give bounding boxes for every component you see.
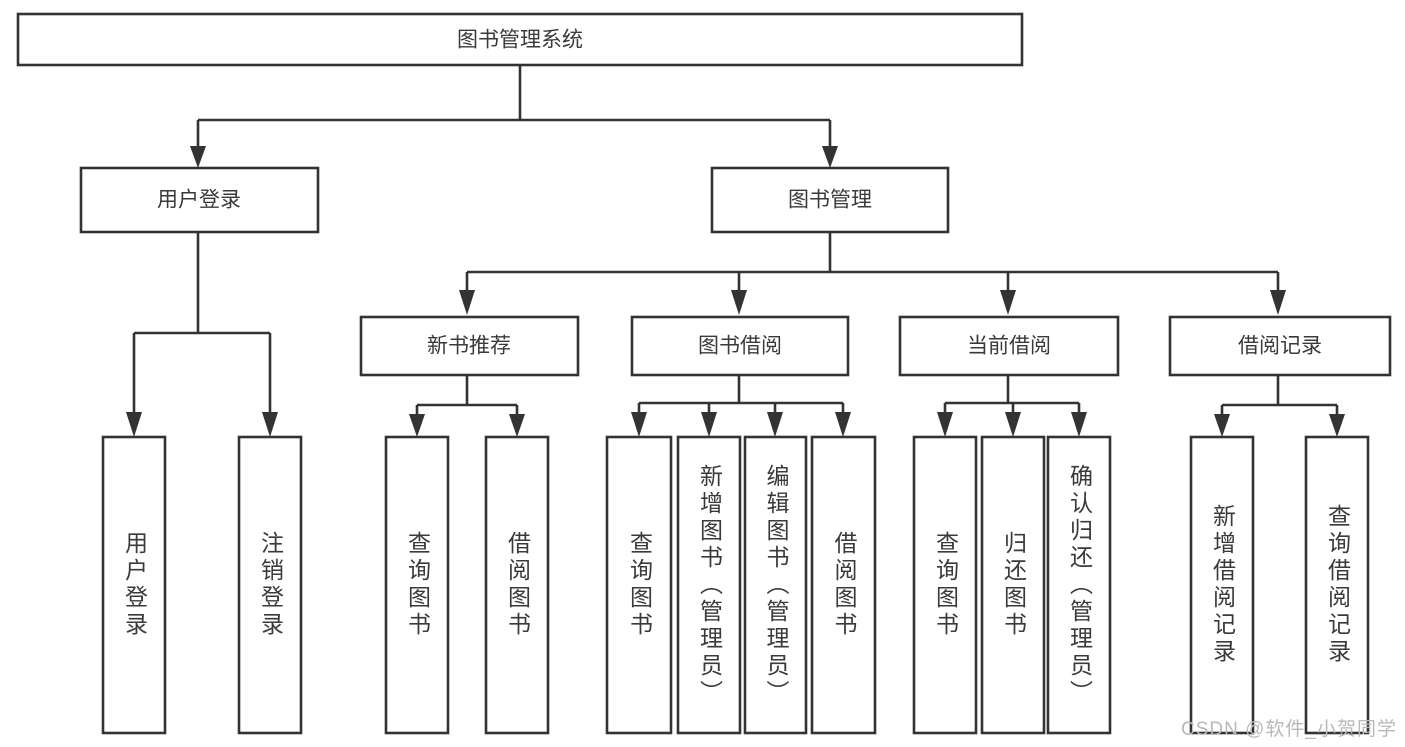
arrow-to-book-manage [822, 146, 838, 168]
arrow-user-login-leaf-2 [262, 412, 278, 437]
leaf-box-current-borrow-3[interactable] [1046, 435, 1112, 735]
node-new-book-box[interactable] [359, 315, 580, 377]
node-current-borrow-box[interactable] [898, 315, 1120, 377]
node-book-borrow-box[interactable] [630, 315, 850, 377]
arrow-current-borrow-leaf-2 [1005, 412, 1021, 437]
arrow-book-borrow-leaf-3 [767, 412, 783, 437]
leaf-box-book-borrow-2[interactable] [676, 435, 742, 735]
arrow-to-user-login [190, 146, 206, 168]
leaf-box-borrow-record-1[interactable] [1189, 435, 1255, 735]
node-current-borrow-label: 当前借阅 [967, 335, 1051, 358]
arrow-new-book-leaf-2 [509, 414, 525, 437]
arrow-new-book-leaf-1 [409, 414, 425, 437]
leaf-box-user-login-2[interactable] [237, 435, 303, 735]
node-book-borrow-label: 图书借阅 [698, 335, 782, 358]
leaf-box-borrow-record-2[interactable] [1304, 435, 1370, 735]
arrow-borrow-record-leaf-1 [1214, 414, 1230, 437]
arrow-book-borrow-leaf-1 [631, 412, 647, 437]
connectors-group [126, 65, 1345, 437]
arrow-to-new-book [459, 290, 475, 315]
csdn-watermark: CSDN @软件_小贺同学 [1181, 719, 1397, 740]
node-root-label: 图书管理系统 [457, 29, 583, 52]
arrow-user-login-leaf-1 [126, 412, 142, 437]
arrow-borrow-record-leaf-2 [1329, 414, 1345, 437]
leaf-box-book-borrow-4[interactable] [810, 435, 877, 735]
nodes-group: 图书管理系统 用户登录 图书管理 新书推荐 图书借阅 当前借阅 借阅记录 [16, 12, 1392, 735]
arrow-to-book-borrow [731, 290, 747, 315]
arrow-current-borrow-leaf-3 [1071, 412, 1087, 437]
leaf-box-new-book-2[interactable] [484, 435, 550, 735]
leaf-box-user-login-1[interactable] [101, 435, 167, 735]
arrow-to-borrow-record [1270, 290, 1286, 315]
leaf-box-current-borrow-2[interactable] [980, 435, 1046, 735]
arrow-current-borrow-leaf-1 [937, 412, 953, 437]
node-borrow-record-box[interactable] [1168, 315, 1392, 377]
node-user-login-label: 用户登录 [157, 189, 241, 212]
leaf-box-book-borrow-1[interactable] [605, 435, 673, 735]
leaf-box-book-borrow-3[interactable] [743, 435, 808, 735]
node-borrow-record-label: 借阅记录 [1238, 335, 1322, 358]
node-new-book-label: 新书推荐 [427, 335, 511, 358]
node-book-manage-label: 图书管理 [788, 189, 872, 212]
arrow-book-borrow-leaf-2 [701, 412, 717, 437]
arrow-book-borrow-leaf-4 [835, 412, 851, 437]
leaf-box-current-borrow-1[interactable] [912, 435, 978, 735]
node-user-login-box[interactable] [79, 166, 320, 234]
arrow-to-current-borrow [1000, 290, 1016, 315]
leaf-box-new-book-1[interactable] [384, 435, 450, 735]
node-root-box[interactable] [16, 12, 1024, 67]
node-book-manage-box[interactable] [710, 166, 950, 234]
